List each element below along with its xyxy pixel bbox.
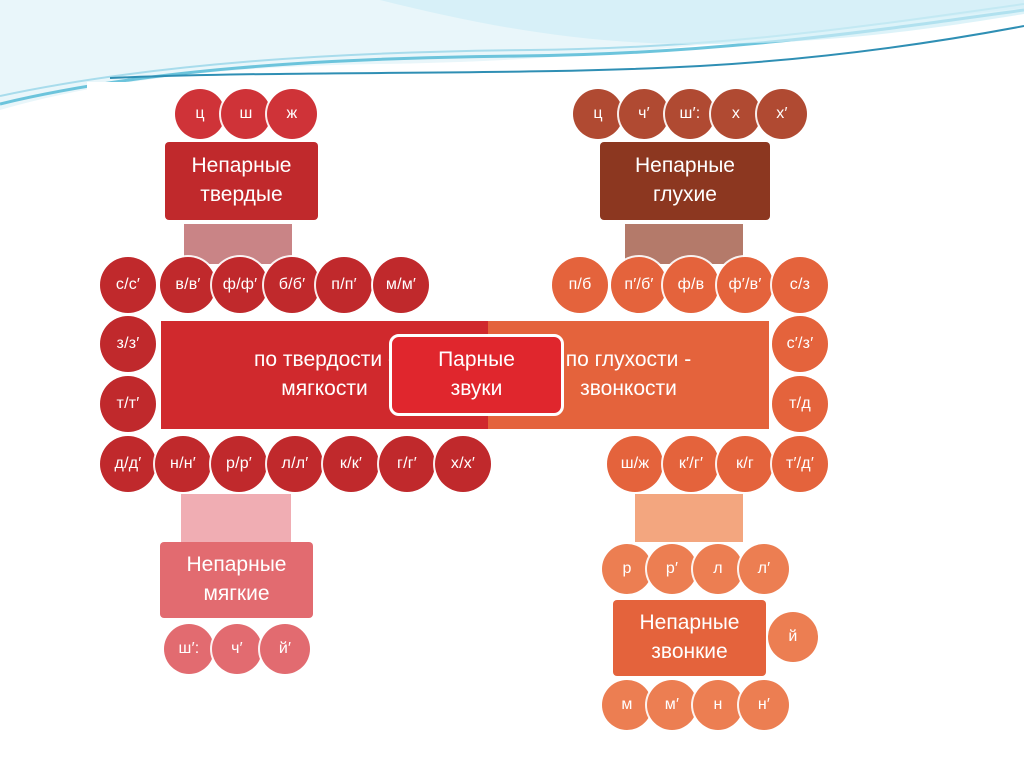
sound-circle: н/н′ — [155, 436, 211, 492]
sound-circle: л/л′ — [267, 436, 323, 492]
sound-circle: н′ — [739, 680, 789, 730]
sound-circle: м — [602, 680, 652, 730]
unpaired-hard-box: Непарные твердые — [165, 142, 318, 220]
sound-circle: с/с′ — [100, 257, 156, 313]
sound-circle: р′ — [647, 544, 697, 594]
sound-circle: х — [711, 89, 761, 139]
sound-circle: с/з — [772, 257, 828, 313]
sound-circle: ш′: — [164, 624, 214, 674]
sound-circle: р — [602, 544, 652, 594]
sound-circle: ш — [221, 89, 271, 139]
sound-circle: х/х′ — [435, 436, 491, 492]
sound-circle: ф/ф′ — [212, 257, 268, 313]
sound-circle: т/д — [772, 376, 828, 432]
sound-circle: ч′ — [212, 624, 262, 674]
sound-circle: с′/з′ — [772, 316, 828, 372]
sound-circle: ц — [573, 89, 623, 139]
sound-circle: в/в′ — [160, 257, 216, 313]
sound-circle: й′ — [260, 624, 310, 674]
sound-circle: ц — [175, 89, 225, 139]
sound-circle: п/п′ — [316, 257, 372, 313]
sound-circle: ч′ — [619, 89, 669, 139]
sound-circle: д/д′ — [100, 436, 156, 492]
unpaired-soft-box: Непарные мягкие — [160, 542, 313, 618]
sound-circle: ф/в — [663, 257, 719, 313]
sound-circle: к/к′ — [323, 436, 379, 492]
sound-circle: й — [768, 612, 818, 662]
sound-circle: п/б — [552, 257, 608, 313]
paired-sounds-box: Парные звуки — [389, 334, 564, 416]
connector-voiced — [635, 494, 743, 542]
sound-circle: т/т′ — [100, 376, 156, 432]
sound-circle: ш/ж — [607, 436, 663, 492]
sound-circle: з/з′ — [100, 316, 156, 372]
sound-classification-diagram: по твердости - мягкости по глухости - зв… — [87, 82, 841, 737]
sound-circle: ш′: — [665, 89, 715, 139]
sound-circle: м/м′ — [373, 257, 429, 313]
sound-circle: к/г — [717, 436, 773, 492]
sound-circle: л — [693, 544, 743, 594]
connector-soft — [181, 494, 291, 542]
sound-circle: к′/г′ — [663, 436, 719, 492]
sound-circle: б/б′ — [264, 257, 320, 313]
sound-circle: р/р′ — [211, 436, 267, 492]
sound-circle: ф′/в′ — [717, 257, 773, 313]
sound-circle: л′ — [739, 544, 789, 594]
sound-circle: т′/д′ — [772, 436, 828, 492]
sound-circle: н — [693, 680, 743, 730]
sound-circle: г/г′ — [379, 436, 435, 492]
sound-circle: х′ — [757, 89, 807, 139]
unpaired-voiceless-box: Непарные глухие — [600, 142, 770, 220]
sound-circle: м′ — [647, 680, 697, 730]
unpaired-voiced-box: Непарные звонкие — [613, 600, 766, 676]
sound-circle: п′/б′ — [611, 257, 667, 313]
sound-circle: ж — [267, 89, 317, 139]
